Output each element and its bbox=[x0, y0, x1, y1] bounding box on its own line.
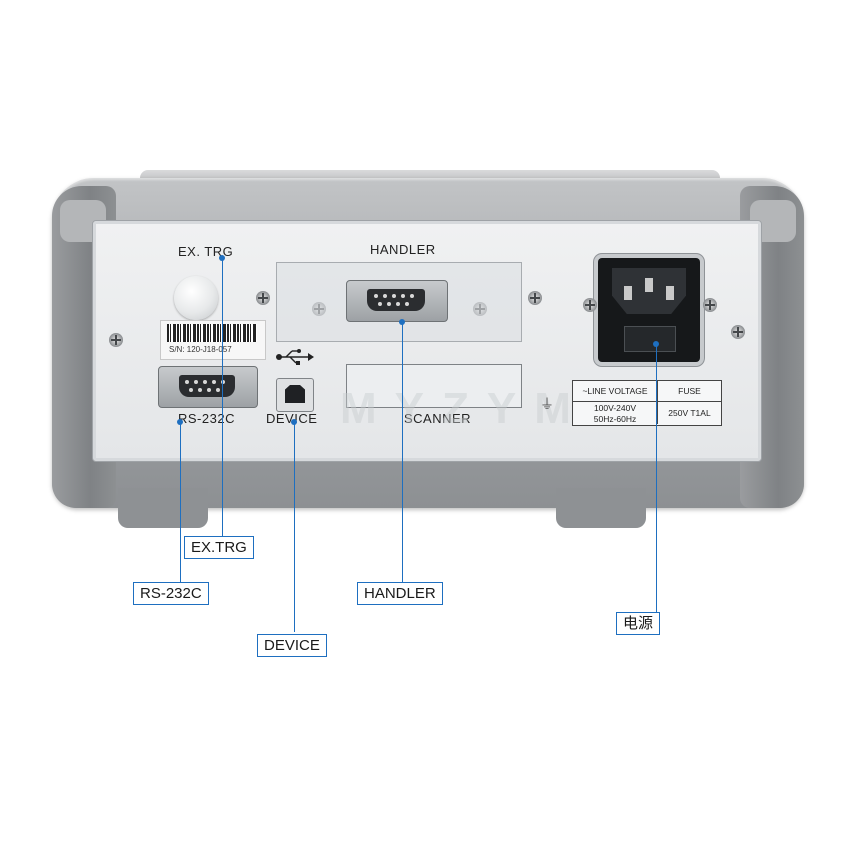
ex-trg-callout-line bbox=[222, 258, 223, 536]
handler-panel-label: HANDLER bbox=[370, 242, 436, 257]
power-callout-label: 电源 bbox=[616, 612, 661, 635]
connector-socket bbox=[179, 375, 235, 397]
connector-socket bbox=[367, 289, 425, 311]
handler-callout-line bbox=[402, 322, 403, 582]
power-callout-dot bbox=[653, 341, 659, 347]
power-callout-line bbox=[656, 344, 657, 612]
serial-number-text: S/N: 120-J18-057 bbox=[169, 345, 232, 354]
ex-trg-callout-dot bbox=[219, 255, 225, 261]
prong bbox=[666, 286, 674, 300]
prong bbox=[645, 278, 653, 292]
handler-callout-label: HANDLER bbox=[357, 582, 443, 605]
device-callout-dot bbox=[291, 419, 297, 425]
usb-socket bbox=[285, 385, 305, 403]
frequency-value: 50Hz-60Hz bbox=[573, 413, 658, 424]
fuse-drawer[interactable] bbox=[624, 326, 676, 352]
foot-left bbox=[118, 488, 208, 528]
rs232c-callout-dot bbox=[177, 419, 183, 425]
power-socket bbox=[612, 268, 686, 314]
power-inlet[interactable] bbox=[598, 258, 700, 362]
usb-symbol-icon bbox=[276, 349, 314, 365]
ex-trg-bnc-connector[interactable] bbox=[174, 276, 218, 320]
pin-row bbox=[374, 294, 414, 298]
foot-right bbox=[556, 488, 646, 528]
rs232c-db9-connector[interactable] bbox=[158, 366, 258, 408]
rs232c-panel-label: RS-232C bbox=[178, 411, 235, 426]
prong bbox=[624, 286, 632, 300]
device-panel-label: DEVICE bbox=[266, 411, 317, 426]
handler-db9-connector[interactable] bbox=[346, 280, 448, 322]
pin-row bbox=[189, 388, 220, 392]
screw-icon bbox=[731, 325, 745, 339]
device-callout-line bbox=[294, 422, 295, 632]
device-callout-label: DEVICE bbox=[257, 634, 327, 657]
watermark-text: MYZYM bbox=[340, 384, 589, 433]
voltage-value: 100V-240V bbox=[573, 402, 658, 413]
serial-number-sticker: S/N: 120-J18-057 bbox=[160, 320, 266, 360]
screw-icon bbox=[528, 291, 542, 305]
scanner-panel-label: SCANNER bbox=[404, 411, 472, 426]
rs232c-callout-line bbox=[180, 422, 181, 582]
device-usb-b-port[interactable] bbox=[276, 378, 314, 412]
fuse-header: FUSE bbox=[658, 381, 721, 402]
screw-icon bbox=[583, 298, 597, 312]
scanner-cover-plate bbox=[346, 364, 522, 408]
line-voltage-header: ~LINE VOLTAGE bbox=[573, 381, 658, 402]
ground-symbol-icon: ⏚ bbox=[540, 396, 554, 412]
screw-icon bbox=[703, 298, 717, 312]
rs232c-callout-label: RS-232C bbox=[133, 582, 209, 605]
ex-trg-callout-label: EX.TRG bbox=[184, 536, 254, 559]
screw-icon bbox=[109, 333, 123, 347]
pin-row bbox=[185, 380, 225, 384]
screw-icon bbox=[256, 291, 270, 305]
fuse-value: 250V T1AL bbox=[668, 408, 711, 418]
pin-row bbox=[378, 302, 409, 306]
line-voltage-fuse-table: ~LINE VOLTAGE FUSE 100V-240V 50Hz-60Hz 2… bbox=[572, 380, 722, 426]
barcode bbox=[167, 324, 257, 342]
handler-callout-dot bbox=[399, 319, 405, 325]
